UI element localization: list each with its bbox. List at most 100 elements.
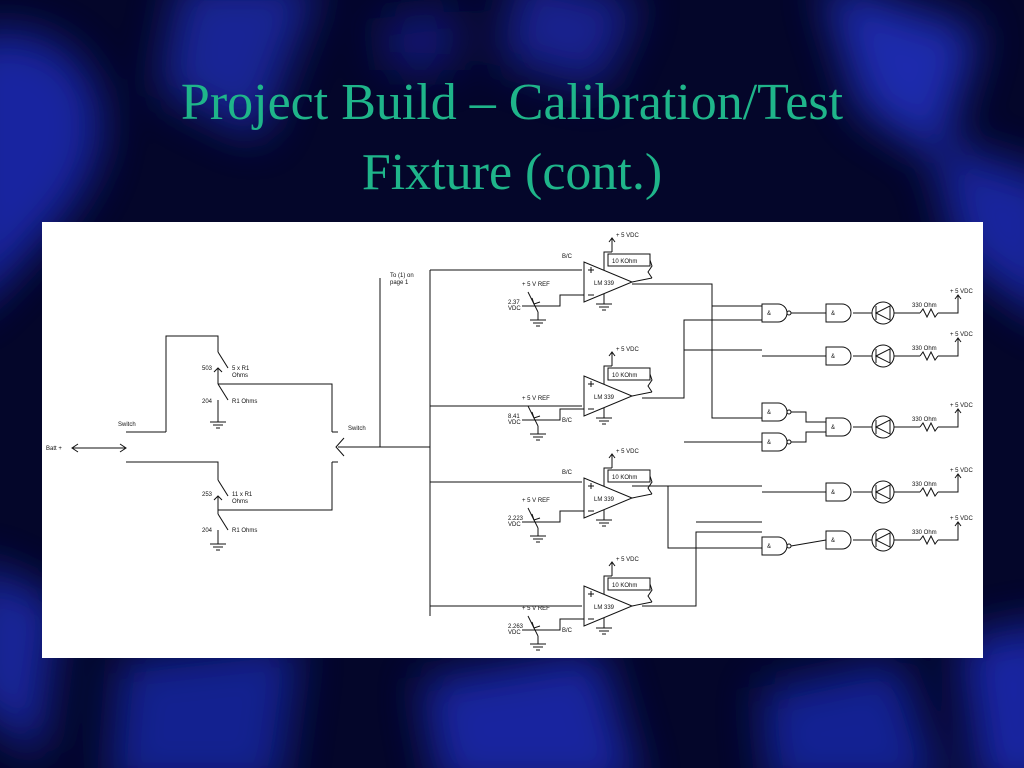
and-gate-4: & [825, 482, 852, 502]
battery-input: Batt + [46, 443, 127, 453]
upper-res-label-1: 5 x R1 [232, 366, 250, 372]
vcc-label: + 5 VDC [616, 347, 640, 353]
bc-label: B/C [562, 254, 573, 260]
output-vcc-label: + 5 VDC [950, 516, 974, 522]
vin-label: 2.223 [508, 516, 524, 522]
signal-bus: To (1) on page 1 [379, 269, 582, 616]
opamp-label: LM 339 [594, 395, 615, 401]
title-line-1: Project Build – Calibration/Test [180, 74, 844, 131]
feedback-resistor-label: 10 KOhm [612, 583, 637, 589]
opamp-label: LM 339 [594, 281, 615, 287]
opamp-symbol [583, 477, 634, 519]
and-gate-symbol: & [831, 538, 835, 544]
led-output-4: 330 Ohm+ 5 VDC [853, 468, 974, 504]
vcc-label: + 5 VDC [616, 233, 640, 239]
to-page-label-2: page 1 [390, 280, 409, 286]
vin-label: 2.37 [508, 300, 520, 306]
lower-res-label-1: 11 x R1 [232, 492, 253, 498]
and-gate-symbol: & [767, 544, 771, 550]
and-gate-symbol: & [831, 425, 835, 431]
nand-gate-3: & [761, 432, 792, 452]
schematic-panel: Batt + Switch 503 5 x R1 Ohms 204 R1 Ohm… [42, 222, 983, 658]
and-gate-2: & [825, 346, 852, 366]
circuit-schematic: Batt + Switch 503 5 x R1 Ohms 204 R1 Ohm… [46, 233, 974, 651]
and-gate-1: & [825, 303, 852, 323]
batt-label: Batt + [46, 446, 62, 452]
led-output-1: 330 Ohm + 5 VDC [853, 289, 974, 325]
vin-unit-label: VDC [508, 306, 521, 312]
and-gate-symbol: & [831, 354, 835, 360]
lower-r1-num: 204 [202, 528, 213, 534]
output-vcc-label: + 5 VDC [950, 289, 974, 295]
feedback-resistor-label: 10 KOhm [612, 373, 637, 379]
opamp-symbol [583, 585, 634, 627]
left-switch: Switch [118, 422, 166, 463]
to-page-label-1: To (1) on [390, 273, 414, 279]
resistor-symbol [919, 350, 939, 362]
upper-divider: 503 5 x R1 Ohms 204 R1 Ohms [165, 335, 333, 432]
resistor-symbol [919, 421, 939, 433]
opamp-symbol [583, 261, 634, 303]
led-output-2: 330 Ohm + 5 VDC [853, 332, 974, 368]
led-output-5: 330 Ohm + 5 VDC [853, 516, 974, 552]
vcc-label: + 5 VDC [616, 557, 640, 563]
bc-label: B/C [562, 418, 573, 424]
and-gate-symbol: & [767, 311, 771, 317]
and-gate-symbol: & [767, 410, 771, 416]
and-gate-symbol: & [831, 311, 835, 317]
lower-res-label-2: Ohms [232, 499, 248, 505]
vin-label: 8.41 [508, 414, 520, 420]
ref-label: + 5 V REF [522, 606, 550, 612]
resistor-label: 330 Ohm [912, 303, 937, 309]
vin-label: 2.263 [508, 624, 524, 630]
output-vcc-label: + 5 VDC [950, 332, 974, 338]
output-vcc-label: + 5 VDC [950, 403, 974, 409]
opamp-label: LM 339 [594, 605, 615, 611]
switch-left-label: Switch [118, 422, 136, 428]
logic-routing [632, 283, 762, 607]
ref-label: + 5 V REF [522, 498, 550, 504]
nand-gate-2: & [761, 402, 792, 422]
led-output-3: 330 Ohm + 5 VDC [853, 403, 974, 439]
vin-unit-label: VDC [508, 630, 521, 636]
and-gate-symbol: & [767, 440, 771, 446]
feedback-resistor-label: 10 KOhm [612, 259, 637, 265]
resistor-symbol [919, 534, 939, 546]
resistor-symbol [919, 486, 939, 498]
upper-res-label-2: Ohms [232, 373, 248, 379]
resistor-label: 330 Ohm [912, 346, 937, 352]
bc-label: B/C [562, 628, 573, 634]
bc-label: B/C [562, 470, 573, 476]
slide-title: Project Build – Calibration/Test Fixture… [0, 68, 1024, 208]
ref-label: + 5 V REF [522, 282, 550, 288]
resistor-label: 330 Ohm [912, 530, 937, 536]
and-gate-5: & [825, 530, 852, 550]
and-gate-3: & [825, 417, 852, 437]
lower-pot-label: 253 [202, 492, 213, 498]
nand-gate-1: & [761, 303, 792, 323]
resistor-label: 330 Ohm [912, 482, 937, 488]
title-line-2: Fixture (cont.) [361, 144, 663, 201]
nand-gate-4: & [761, 536, 792, 556]
lower-r1-label: R1 Ohms [232, 528, 257, 534]
upper-pot-label: 503 [202, 366, 213, 372]
and-gate-symbol: & [831, 490, 835, 496]
led-outputs: 330 Ohm + 5 VDC 330 Ohm + 5 VDC 330 Ohm + 5 V… [853, 289, 974, 552]
vin-unit-label: VDC [508, 420, 521, 426]
lower-divider: 253 11 x R1 Ohms 204 R1 Ohms [166, 461, 333, 551]
resistor-label: 330 Ohm [912, 417, 937, 423]
vin-unit-label: VDC [508, 522, 521, 528]
resistor-symbol [919, 307, 939, 319]
right-switch: Switch [332, 426, 380, 463]
ref-label: + 5 V REF [522, 396, 550, 402]
logic-gates: & & & & & & & & & [761, 303, 852, 556]
opamp-symbol [583, 375, 634, 417]
vcc-label: + 5 VDC [616, 449, 640, 455]
switch-right-label: Switch [348, 426, 366, 432]
opamp-label: LM 339 [594, 497, 615, 503]
feedback-resistor-label: 10 KOhm [612, 475, 637, 481]
